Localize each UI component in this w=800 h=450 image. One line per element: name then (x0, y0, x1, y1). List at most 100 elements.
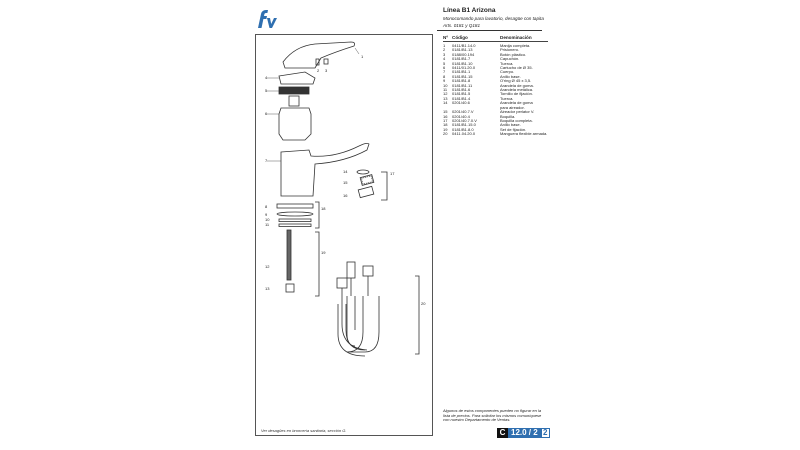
header-rule (437, 30, 542, 31)
callout-15: 15 (343, 180, 348, 185)
set-screw-part (315, 58, 320, 66)
part-denomination: Arandela metálica. (500, 87, 534, 93)
faucet-body (280, 142, 370, 197)
callout-11: 11 (265, 222, 270, 227)
callout-3: 3 (325, 68, 328, 73)
part-number: 7 (443, 69, 446, 75)
parts-table-header: Nº Código Denominación (443, 35, 548, 42)
part-denomination: Tornillo de fijación. (500, 91, 533, 97)
callout-12: 12 (265, 264, 270, 269)
part-denomination: Cartucho de Ø 35. (500, 65, 533, 71)
flexible-hoses (336, 261, 380, 357)
part-denomination: Manguera flexible armada. (500, 131, 548, 137)
part-code: 0181/B1.11 (452, 82, 473, 88)
callout-14: 14 (343, 169, 348, 174)
part-number: 11 (443, 87, 448, 93)
col-code: Código (452, 35, 468, 40)
callout-13: 13 (265, 286, 270, 291)
cartridge-part (278, 107, 312, 141)
callout-10: 10 (265, 217, 270, 222)
part-denomination: Prisionero. (500, 47, 520, 53)
part-number: 4 (443, 56, 446, 62)
part-number: 13 (443, 95, 448, 101)
part-code: 0201/40.6 (452, 100, 470, 106)
part-code: 0181/B1.15.0 (452, 122, 476, 128)
part-denomination: Botón plástico. (500, 51, 527, 57)
part-number: 2 (443, 47, 446, 53)
part-denomination: O'ring Ø 45 x 3,5. (500, 78, 532, 84)
table-row: 18 0181/B1.15.0 Anillo base. (443, 122, 548, 128)
rubber-washer-part (278, 218, 312, 222)
part-code: 0201/40.7.0.V (452, 117, 477, 123)
part-number: 16 (443, 113, 448, 119)
fv-logo (258, 10, 277, 28)
section-letter: C (497, 428, 508, 438)
part-number: 9 (443, 78, 446, 84)
callout-20: 20 (421, 301, 426, 306)
part-number: 18 (443, 122, 448, 128)
callout-9: 9 (265, 212, 268, 217)
table-row: 1 0411/B1.14.0 Manija completa. (443, 43, 548, 48)
page-badge: C 12.0 / 2 2 (497, 428, 550, 438)
part-code: 0181/B1.8 (452, 78, 471, 84)
nut-part (278, 86, 310, 95)
part-code: 0181/B1.8.0 (452, 126, 474, 132)
part-code: 0181/B1.5 (452, 91, 471, 97)
part-denomination: Boquilla. (500, 113, 516, 119)
part-denomination: Aireador perlator V. (500, 109, 535, 115)
base-ring-part (276, 203, 314, 209)
parts-table: Nº Código Denominación 1 0411/B1.14.0 Mani… (443, 35, 548, 137)
part-code: 0181/B1.1 (452, 69, 471, 75)
exploded-view-drawing: 1 2 3 4 5 6 7 14 15 16 17 8 9 10 11 18 1… (265, 41, 426, 357)
part-denomination: Boquilla completa. (500, 117, 533, 123)
table-row: para aireador. (443, 105, 548, 110)
part-denomination: Set de fijación. (500, 126, 527, 132)
part-denomination: Manija completa. (500, 43, 531, 48)
aerator-washer (356, 169, 370, 175)
nozzle-part (357, 185, 375, 199)
callout-18: 18 (321, 206, 326, 211)
callout-19: 19 (321, 250, 326, 255)
part-denomination: Tuerca. (500, 60, 514, 66)
sheet-number: 2 (540, 428, 550, 438)
part-denomination: Anillo base. (500, 73, 521, 79)
product-articles: Arts. 0181 y Q181 (443, 23, 481, 28)
o-ring-part (276, 211, 314, 217)
part-denomination: Tuerca. (500, 95, 514, 101)
part-denomination: Cuerpo. (500, 69, 515, 75)
part-denomination: Arandela de goma. (500, 82, 534, 88)
part-number: 6 (443, 65, 446, 71)
fixing-screw-part (286, 229, 292, 281)
metal-washer-part (278, 223, 312, 227)
table-row: 13 0181/B1.4 Tuerca. (443, 95, 548, 101)
callout-2: 2 (317, 68, 320, 73)
part-number: 8 (443, 73, 446, 79)
callout-16: 16 (343, 193, 348, 198)
table-row: 7 0181/B1.1 Cuerpo. (443, 69, 548, 75)
part-denomination: Anillo base. (500, 122, 521, 128)
callout-6: 6 (265, 111, 268, 116)
part-code: 0181/B1.10 (452, 60, 473, 66)
part-code: 0411/B1.14.0 (452, 43, 476, 48)
part-code: 0181/B1.6 (452, 87, 471, 93)
table-row: 9 0181/B1.8 O'ring Ø 45 x 3,5. (443, 78, 548, 84)
col-denomination: Denominación (500, 35, 532, 40)
callout-7: 7 (265, 158, 268, 163)
aerator-part (359, 174, 375, 186)
parts-table-body: 1 0411/B1.14.0 Manija completa. 2 0181/B1.1 3… (443, 43, 548, 137)
part-number: 1 (443, 43, 446, 48)
part-code: 0181/B1.4 (452, 95, 471, 101)
exploded-view-frame (255, 34, 433, 436)
availability-note: Algunos de estos componentes pueden no f… (443, 408, 542, 423)
